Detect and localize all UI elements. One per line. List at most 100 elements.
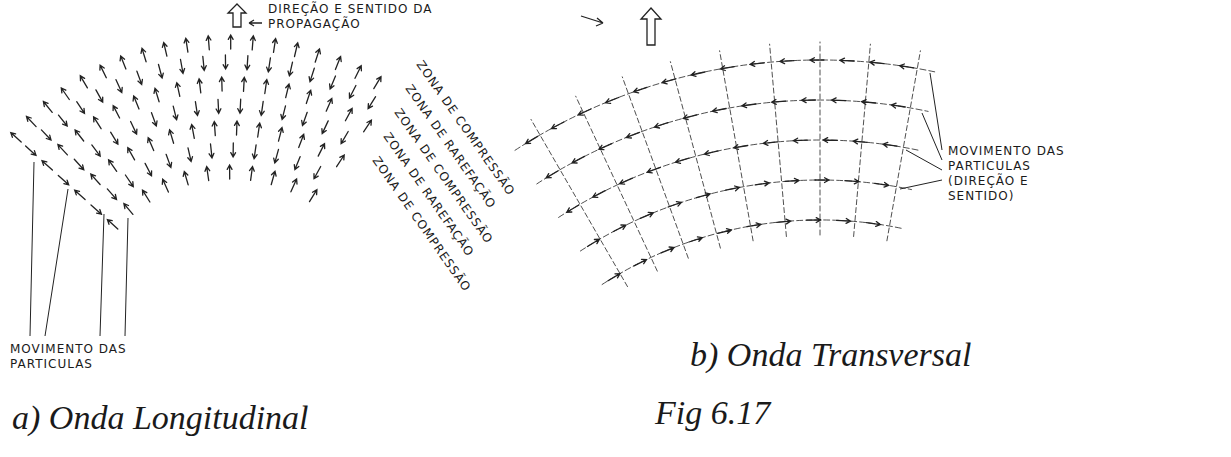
particle-arrow xyxy=(572,156,584,163)
particle-arrow xyxy=(845,179,859,184)
leader-line xyxy=(930,73,942,150)
particle-arrow xyxy=(780,59,794,64)
particle-arrow xyxy=(867,222,881,227)
particle-arrow xyxy=(712,108,726,113)
particle-arrow xyxy=(141,48,146,61)
particle-arrow xyxy=(61,88,69,100)
wavefront-arc xyxy=(537,100,928,184)
particle-arrow xyxy=(374,77,381,89)
particle-arrow xyxy=(152,113,158,126)
particle-arrow xyxy=(689,237,702,242)
particle-arrow xyxy=(330,76,336,89)
particle-arrow xyxy=(111,132,118,144)
leader-line xyxy=(125,218,128,336)
particle-arrow xyxy=(43,102,52,113)
particle-arrow xyxy=(326,98,332,111)
particle-arrow xyxy=(235,121,240,135)
leader-line xyxy=(922,113,942,160)
particle-arrow xyxy=(271,171,276,184)
leader-line xyxy=(45,189,68,336)
particle-arrow xyxy=(341,132,348,144)
particle-arrow xyxy=(267,58,272,72)
particle-arrow xyxy=(302,112,308,125)
particle-arrow xyxy=(190,125,195,139)
particle-arrow xyxy=(96,90,103,102)
particle-arrow xyxy=(242,77,247,91)
particle-arrow xyxy=(337,155,345,167)
particle-arrow xyxy=(252,145,257,159)
particle-arrow xyxy=(815,178,829,183)
particle-arrow xyxy=(697,193,711,198)
particle-arrow xyxy=(734,145,748,150)
radial-line xyxy=(887,51,921,241)
particle-arrow xyxy=(75,130,84,141)
particle-arrow xyxy=(166,154,172,167)
particle-arrow xyxy=(546,171,558,178)
radial-line xyxy=(770,44,787,236)
particle-arrow xyxy=(291,179,297,192)
particle-arrow xyxy=(260,101,265,115)
particle-arrow xyxy=(180,60,185,74)
particle-arrow xyxy=(862,100,876,105)
hollow-arrow xyxy=(641,8,661,45)
particle-arrow xyxy=(154,88,159,101)
particle-arrow xyxy=(349,86,356,99)
particle-arrow xyxy=(355,66,361,79)
particle-arrow xyxy=(704,151,718,156)
particle-arrow xyxy=(137,71,143,84)
particle-arrow xyxy=(133,96,139,109)
particle-arrow xyxy=(209,144,214,158)
particle-arrow xyxy=(273,39,278,53)
particle-arrow xyxy=(162,179,168,192)
particle-arrow xyxy=(853,139,867,144)
particle-arrow xyxy=(802,98,816,103)
radial-line xyxy=(531,119,628,286)
wavefront-arc xyxy=(580,180,911,251)
wavefront-arc xyxy=(515,60,936,150)
pointer-arrow xyxy=(581,16,603,26)
particle-arrow xyxy=(322,121,328,134)
particle-arrow xyxy=(772,100,786,105)
particle-arrow xyxy=(807,218,821,223)
particle-arrow xyxy=(718,229,732,234)
particle-arrow xyxy=(94,117,102,129)
particle-arrow xyxy=(26,146,36,155)
particle-arrow xyxy=(228,35,233,49)
particle-arrow xyxy=(58,175,68,184)
particle-arrow xyxy=(143,190,150,202)
particle-arrow xyxy=(145,163,152,175)
particle-arrow xyxy=(640,212,653,218)
particle-arrow xyxy=(288,62,293,76)
particle-arrow xyxy=(92,145,100,156)
particle-arrow xyxy=(27,117,37,127)
particle-arrow xyxy=(634,259,647,266)
radial-line xyxy=(820,42,821,235)
particle-arrow xyxy=(655,123,668,128)
particle-motion-label: MOVIMENTO DAS PARTICULAS (DIREÇÃO E SENT… xyxy=(948,144,1088,204)
particle-arrow xyxy=(274,149,279,163)
particle-arrow xyxy=(131,122,137,135)
figure-subtitle: b) Onda Transversal xyxy=(690,335,971,375)
particle-arrow xyxy=(683,115,697,120)
particle-arrow xyxy=(120,56,126,69)
particle-arrow xyxy=(294,157,300,170)
radial-line xyxy=(854,44,871,236)
particle-arrow xyxy=(183,172,188,185)
particle-arrow xyxy=(128,148,135,160)
wavefront-arc xyxy=(602,220,903,285)
particle-arrow xyxy=(169,130,174,143)
radial-line xyxy=(576,96,658,271)
particle-arrow xyxy=(552,122,564,129)
particle-motion-label: MOVIMENTO DAS PARTICULAS xyxy=(10,342,180,372)
particle-arrow xyxy=(335,57,341,70)
particle-arrow xyxy=(593,191,605,198)
leader-lines xyxy=(30,73,942,336)
particle-arrow xyxy=(777,219,791,224)
particle-arrow xyxy=(227,165,232,179)
particle-arrow xyxy=(223,55,228,69)
particle-arrow xyxy=(747,223,761,228)
particle-arrow xyxy=(306,90,311,103)
particle-arrow xyxy=(626,132,639,138)
